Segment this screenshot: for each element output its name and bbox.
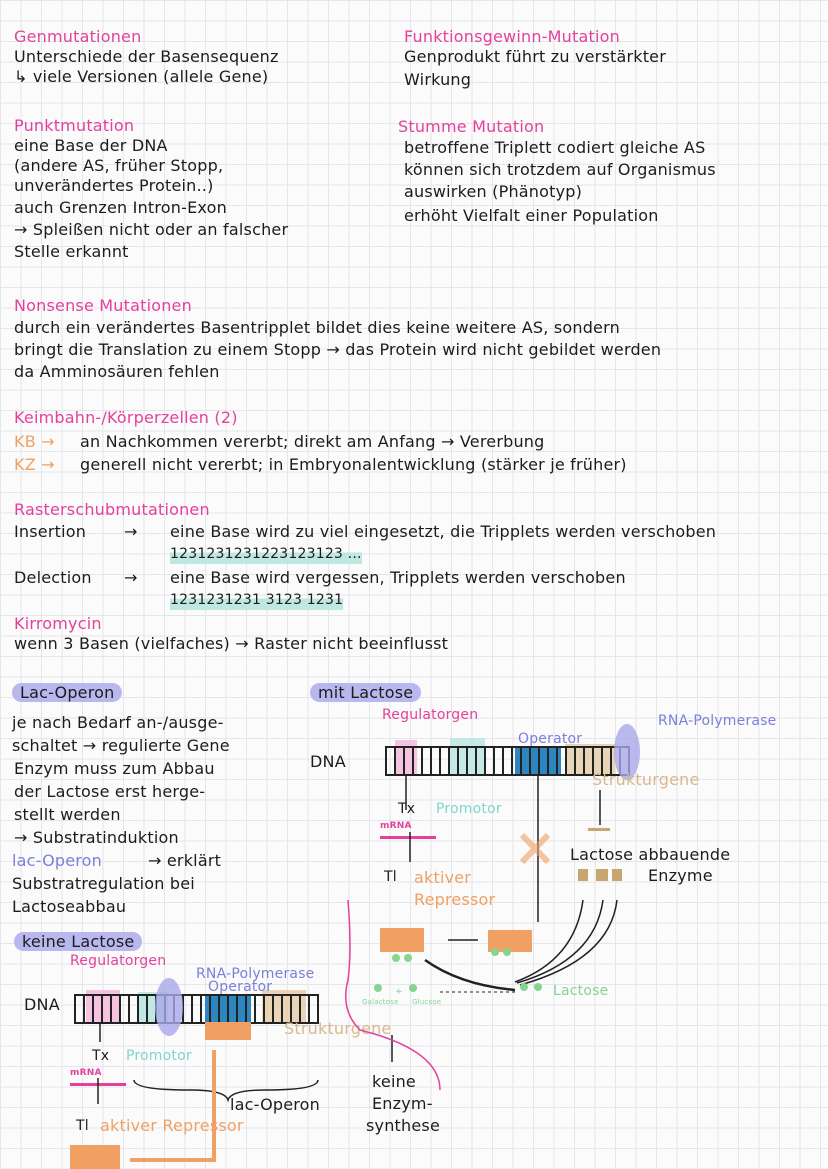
heading-lac-operon: Lac-Operon	[12, 683, 123, 702]
label-aktiver: aktiver	[414, 868, 472, 887]
plus: +	[395, 987, 403, 997]
text-line: → Substratinduktion	[14, 828, 179, 847]
label-regulatorgen: Regulatorgen	[382, 707, 479, 723]
label-glucose: Glucose	[412, 998, 442, 1006]
text-line: generell nicht vererbt; in Embryonalentw…	[80, 455, 627, 474]
text-line: schaltet → regulierte Gene	[12, 736, 230, 755]
text-line: da Amminosäuren fehlen	[14, 362, 220, 381]
text-line: Substratregulation bei	[12, 874, 195, 893]
heading-keimbahn: Keimbahn-/Körperzellen (2)	[14, 408, 238, 427]
heading-keine-lactose: keine Lactose	[14, 932, 143, 951]
label-rna-polymerase: RNA-Polymerase	[196, 966, 315, 982]
lactose-molecules	[374, 948, 542, 992]
label-aktiver-repressor: aktiver Repressor	[100, 1116, 244, 1135]
text-line: Stelle erkannt	[14, 242, 129, 261]
insertion-sequence: 1231231231223123123 ...	[170, 545, 362, 564]
label-mrna: mRNA	[380, 817, 436, 839]
dna-strand	[74, 994, 319, 1024]
label-lactose: Lactose	[553, 983, 609, 999]
label-dna: DNA	[310, 752, 346, 771]
label-synthese: synthese	[366, 1116, 440, 1135]
text-line: an Nachkommen vererbt; direkt am Anfang …	[80, 432, 545, 451]
insertion-label: Insertion	[14, 522, 87, 541]
text-line: können sich trotzdem auf Organismus	[404, 160, 716, 179]
label-tl: Tl	[384, 869, 397, 885]
label-repressor: Repressor	[414, 890, 496, 909]
repressor-inactive-icon	[488, 930, 532, 952]
label-tx: Tx	[92, 1048, 110, 1064]
enzyme-icons	[578, 828, 622, 881]
text-line: Wirkung	[404, 70, 472, 89]
dna-strand	[385, 746, 630, 776]
arrows-enzyme-lactose	[514, 899, 618, 986]
label-lac-operon: lac-Operon	[230, 1095, 321, 1114]
text-line: stellt werden	[14, 805, 121, 824]
label-operator: Operator	[208, 979, 273, 995]
text-line: eine Base der DNA	[14, 136, 168, 155]
label-promotor: Promotor	[436, 801, 502, 817]
arrow: →	[124, 568, 138, 587]
label-galactose: Galactose	[362, 998, 399, 1006]
label-promotor: Promotor	[126, 1048, 192, 1064]
text-line: auswirken (Phänotyp)	[404, 182, 583, 201]
text-line: wenn 3 Basen (vielfaches) → Raster nicht…	[14, 634, 449, 653]
heading-nonsense: Nonsense Mutationen	[14, 296, 192, 315]
heading-stumme-mutation: Stumme Mutation	[398, 117, 545, 136]
deletion-sequence: 1231231231 3123 1231	[170, 591, 344, 610]
text-line: Genprodukt führt zu verstärkter	[404, 47, 666, 66]
label-lactose-abbauende: Lactose abbauende	[570, 845, 731, 864]
text-line: eine Base wird zu viel eingesetzt, die T…	[170, 522, 717, 541]
label-regulatorgen: Regulatorgen	[70, 953, 167, 969]
arrow: →	[124, 522, 138, 541]
text-line: Lactoseabbau	[12, 897, 127, 916]
heading-mit-lactose: mit Lactose	[310, 683, 422, 702]
label-rna-polymerase: RNA-Polymerase	[658, 713, 777, 729]
deletion-label: Delection	[14, 568, 92, 587]
heading-kirromycin: Kirromycin	[14, 614, 102, 633]
text-line: der Lactose erst herge-	[14, 782, 206, 801]
repressor-bound	[205, 1022, 251, 1040]
label-strukturgene: Strukturgene	[284, 1019, 392, 1038]
text-line: Enzym muss zum Abbau	[14, 759, 215, 778]
heading-raster: Rasterschubmutationen	[14, 500, 210, 519]
label-keine: keine	[372, 1072, 416, 1091]
text-line: Unterschiede der Basensequenz	[14, 47, 279, 66]
text-line: betroffene Triplett codiert gleiche AS	[404, 138, 706, 157]
cross-icon	[519, 832, 551, 865]
repressor-active-icon	[380, 928, 424, 952]
label-tl: Tl	[76, 1118, 89, 1134]
brace	[133, 1079, 319, 1103]
text-line: ↳ viele Versionen (allele Gene)	[14, 67, 269, 86]
label-dna: DNA	[24, 995, 60, 1014]
text-line: → Spleißen nicht oder an falscher	[14, 220, 289, 239]
text-line: (andere AS, früher Stopp,	[14, 156, 224, 175]
divider-line	[345, 899, 441, 1091]
label-enzym: Enzym-	[372, 1094, 433, 1113]
text-line: durch ein verändertes Basentripplet bild…	[14, 318, 620, 337]
rna-polymerase-shape	[155, 978, 183, 1036]
text-line: je nach Bedarf an-/ausge-	[12, 713, 224, 732]
label-enzyme: Enzyme	[648, 866, 713, 885]
text-line: eine Base wird vergessen, Tripplets werd…	[170, 568, 626, 587]
heading-genmutationen: Genmutationen	[14, 27, 142, 46]
label-operator: Operator	[518, 731, 583, 747]
text-line: unverändertes Protein..)	[14, 176, 214, 195]
lac-operon-term: lac-Operon	[12, 851, 103, 870]
arrow-repressor-to-operator	[130, 1050, 216, 1162]
kz-label: KZ →	[14, 455, 55, 474]
text-line: erhöht Vielfalt einer Population	[404, 206, 659, 225]
text-line: bringt die Translation zu einem Stopp → …	[14, 340, 662, 359]
rna-polymerase-shape	[614, 724, 640, 780]
heading-punktmutation: Punktmutation	[14, 116, 135, 135]
heading-funktionsgewinn: Funktionsgewinn-Mutation	[404, 27, 620, 46]
text-line: auch Grenzen Intron-Exon	[14, 198, 227, 217]
text-line: → erklärt	[148, 851, 222, 870]
kb-label: KB →	[14, 432, 55, 451]
arrow-lactose-binding	[424, 958, 516, 992]
label-strukturgene: Strukturgene	[592, 770, 700, 789]
repressor-icon	[70, 1145, 120, 1169]
